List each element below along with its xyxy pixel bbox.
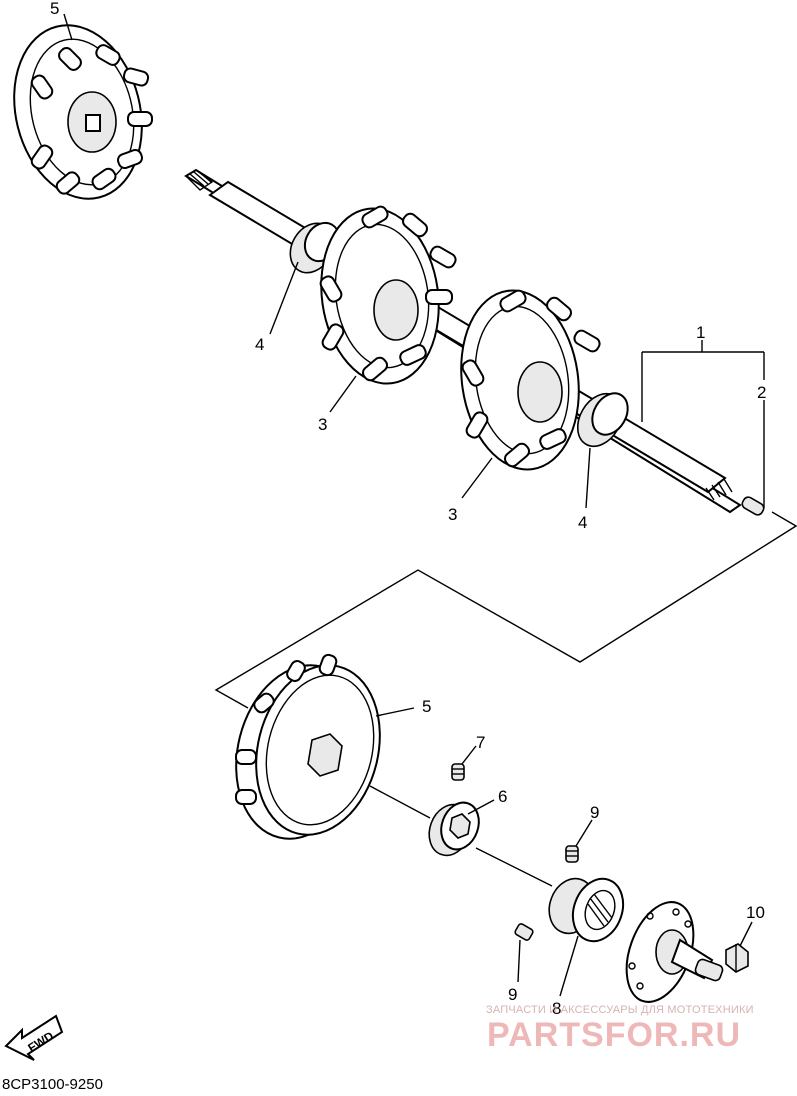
callout-3-left: 3 (318, 415, 327, 434)
set-screw-7 (451, 763, 465, 781)
watermark-brand: PARTSFOR.RU (487, 1016, 742, 1054)
leader-lines (63, 13, 753, 997)
callout-4-left: 4 (255, 335, 264, 354)
callout-1: 1 (696, 323, 705, 342)
assembly-lines (369, 785, 553, 887)
watermark-tagline: ЗАПЧАСТИ И АКСЕССУАРЫ ДЛЯ МОТОТЕХНИКИ (486, 1004, 754, 1016)
callout-5-top: 5 (50, 0, 59, 18)
callout-8: 8 (552, 999, 561, 1018)
nut (725, 943, 749, 973)
collar-right (576, 392, 629, 448)
fwd-arrow-icon: FWD (4, 1014, 64, 1061)
callout-6: 6 (498, 787, 507, 806)
sprocket-wheel-bottom (235, 653, 381, 840)
drawing-code: 8CP3100-9250 (2, 1076, 103, 1093)
callouts: 5 1 2 4 3 3 4 5 7 6 9 10 9 8 (50, 0, 766, 1018)
bearing (548, 877, 625, 943)
callout-9-top: 9 (590, 803, 599, 822)
callout-2: 2 (757, 383, 766, 402)
sprocket-left (319, 205, 457, 385)
sprocket-right (460, 289, 601, 471)
callout-bracket (641, 340, 765, 508)
set-screw-9-bottom (514, 923, 534, 941)
callout-7: 7 (476, 733, 485, 752)
hex-collar (428, 801, 480, 857)
assembly-divider (214, 511, 797, 709)
callout-3-right: 3 (448, 505, 457, 524)
callout-5-bottom: 5 (422, 697, 431, 716)
callout-10: 10 (746, 903, 765, 922)
callout-9-bottom: 9 (508, 985, 517, 1004)
flange-hub (625, 901, 724, 1003)
set-screw-9-top (565, 845, 579, 863)
callout-4-right: 4 (578, 513, 587, 532)
sprocket-wheel-top (13, 24, 153, 200)
